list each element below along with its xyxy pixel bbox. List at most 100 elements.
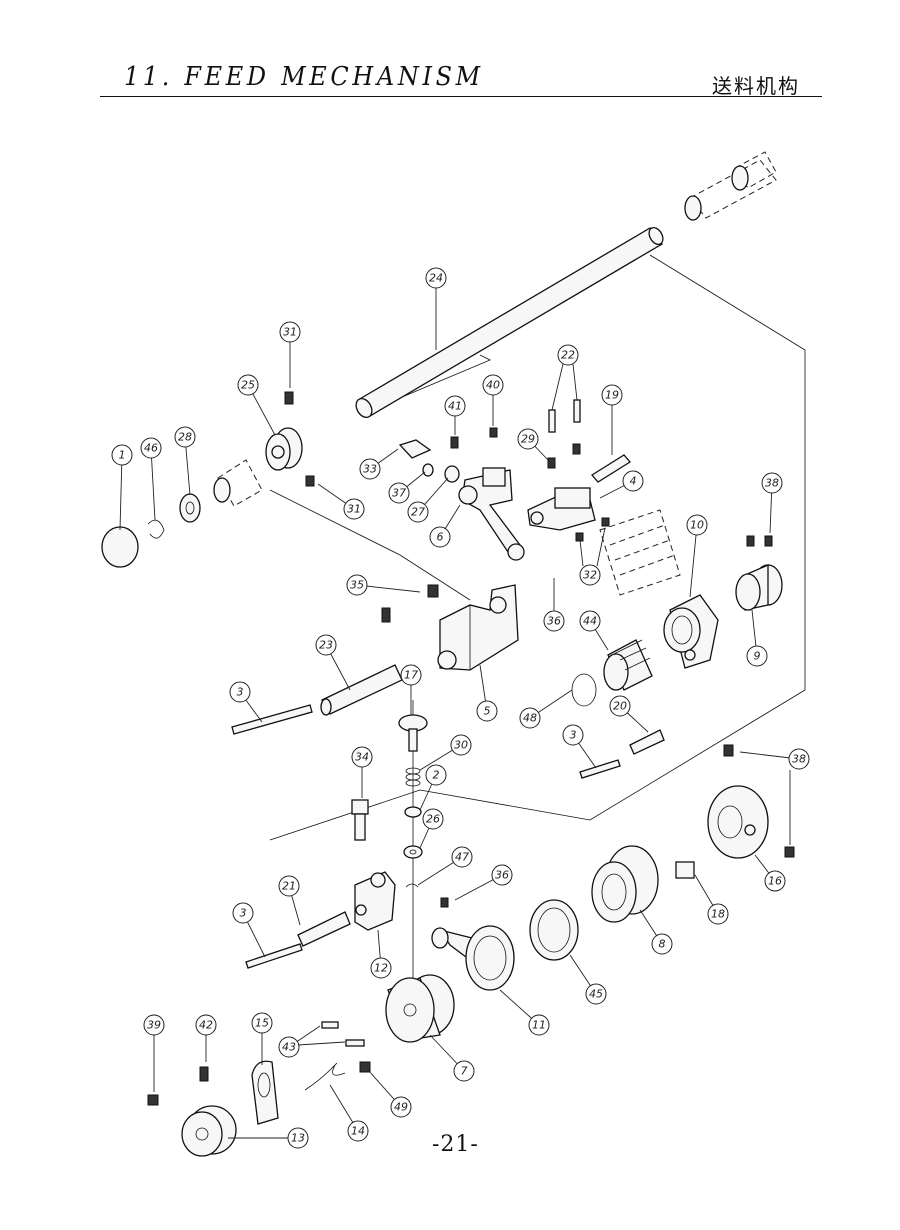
callout-7: 7 [429,1034,475,1082]
callout-bubble [346,574,368,596]
callout-bubble [232,902,254,924]
callout-label: 16 [768,875,782,888]
cap [101,526,139,568]
callout-16: 16 [754,854,786,892]
callout-47: 47 [417,846,473,886]
feed-frame [437,584,519,671]
leader-line [297,1041,346,1046]
callout-bubble [278,875,300,897]
set-screw [359,1061,371,1073]
callout-label: 34 [355,751,369,764]
washer [403,845,423,859]
callout-label: 41 [448,400,462,413]
callout-bubble [444,395,466,417]
callout-label: 29 [521,433,535,446]
callout-bubble [343,498,365,520]
callout-28: 28 [174,426,196,496]
page-title: 11. FEED MECHANISM [124,62,484,92]
callout-24: 24 [425,267,447,350]
callout-bubble [491,864,513,886]
callout-label: 18 [711,908,725,921]
nut [422,463,434,477]
callout-label: 9 [754,650,761,663]
pin [548,409,556,433]
callout-label: 36 [495,869,509,882]
set-screw [199,1066,209,1082]
callout-bubble [237,374,259,396]
callout-bubble [585,983,607,1005]
leader-line [119,454,123,531]
screw [321,1021,339,1029]
set-screw [547,457,556,469]
square-nut [675,861,695,879]
leader-line [572,363,578,401]
needle-bearing [603,639,653,691]
callout-15: 15 [251,1012,273,1065]
callout-31: 31 [279,321,301,388]
callout-25: 25 [237,374,276,436]
callout-27: 27 [407,477,449,523]
callout-label: 23 [319,639,333,652]
callout-20: 20 [609,695,649,733]
callout-37: 37 [388,471,426,504]
callout-label: 11 [532,1019,546,1032]
pin-21 [297,911,351,947]
callout-label: 26 [426,813,440,826]
callout-5: 5 [476,664,498,722]
key [245,943,303,969]
callout-8: 8 [639,909,673,955]
callout-label: 8 [659,938,666,951]
callout-label: 32 [583,569,597,582]
callout-label: 42 [199,1019,213,1032]
stop-plate [251,1060,279,1125]
callout-label: 7 [461,1065,468,1078]
callout-label: 31 [283,326,297,339]
callout-41: 41 [444,395,466,435]
callout-30: 30 [419,734,472,771]
callout-bubble [195,1014,217,1036]
callout-9: 9 [746,609,768,667]
callout-bubble [622,470,644,492]
callout-layer: 1233345678910111213141516171819202122232… [111,267,810,1149]
callout-3: 3 [232,902,266,958]
callout-14: 14 [329,1084,369,1142]
callout-33: 33 [359,448,399,480]
callout-label: 3 [240,907,247,920]
callout-label: 44 [583,615,597,628]
hex-bolt [398,439,432,459]
callout-label: 33 [363,463,377,476]
callout-bubble [315,634,337,656]
callout-40: 40 [482,374,504,426]
page-number: -21- [432,1132,479,1157]
callout-label: 46 [144,442,158,455]
leader-line [150,447,156,521]
callout-label: 30 [454,739,468,752]
callout-label: 22 [561,349,575,362]
pin-19 [591,454,631,483]
socket-bolt-head [351,799,369,815]
clip [405,883,419,888]
leader-line [689,524,698,598]
set-screw [723,744,734,757]
callout-bubble [482,374,504,396]
link-block [354,871,396,931]
callout-label: 10 [690,519,704,532]
callout-13: 13 [228,1127,309,1149]
callout-bubble [174,426,196,448]
callout-1: 1 [111,444,133,531]
callout-38: 38 [739,748,810,770]
set-screw [381,607,391,623]
callout-bubble [429,526,451,548]
callout-bubble [450,734,472,756]
callout-label: 12 [374,962,388,975]
callout-4: 4 [599,470,644,499]
callout-label: 3 [570,729,577,742]
callout-49: 49 [367,1069,412,1118]
callout-bubble [788,748,810,770]
callout-label: 2 [433,769,440,782]
callout-label: 45 [589,988,603,1001]
set-screw [489,427,498,438]
callout-34: 34 [351,746,373,798]
callout-bubble [761,472,783,494]
callout-bubble [425,267,447,289]
